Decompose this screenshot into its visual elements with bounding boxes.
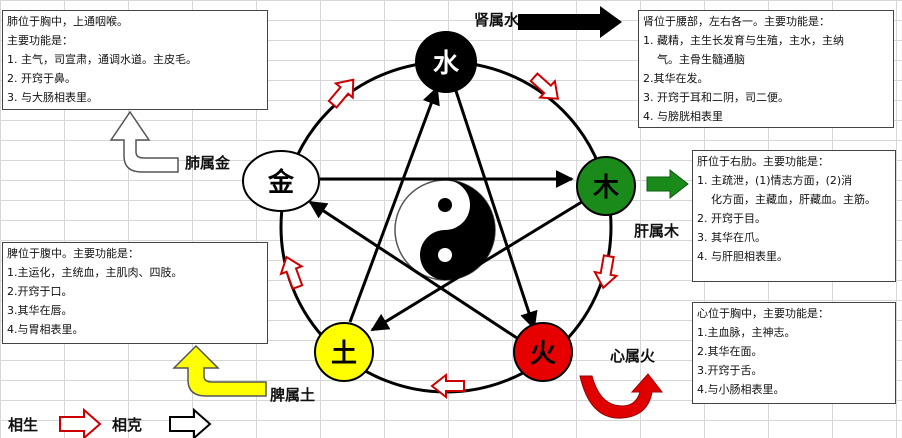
liver-pointer-arrow bbox=[646, 168, 689, 200]
box-kidney-line: 气。主骨生髓通脑 bbox=[657, 53, 745, 66]
kidney-pointer-arrow bbox=[518, 6, 622, 38]
arrow-wood-earth bbox=[370, 198, 586, 332]
element-earth-char: 土 bbox=[331, 339, 357, 369]
box-kidney-line: 肾位于腰部，左右各一。主要功能是： bbox=[643, 15, 830, 28]
box-lung-line: 肺位于胸中，上通咽喉。 bbox=[7, 15, 128, 28]
box-kidney-line: 3. 开窍于耳和二阴，司二便。 bbox=[643, 91, 789, 104]
arrow-fire-metal bbox=[308, 200, 521, 342]
box-heart-line: 4.与小肠相表里。 bbox=[697, 383, 785, 396]
box-lung-line: 1. 主气，司宣肃，通调水道。主皮毛。 bbox=[7, 53, 197, 66]
box-spleen-line: 1.主运化，主统血，主肌肉、四肢。 bbox=[7, 266, 183, 279]
generate-arrow-metal-water bbox=[327, 78, 355, 109]
box-liver-line: 1. 主疏泄，(1)情志方面，(2)消 bbox=[697, 174, 853, 187]
legend-generating-arrow bbox=[59, 407, 102, 438]
element-metal: 金 bbox=[242, 150, 320, 212]
legend-controlling-label: 相克 bbox=[112, 416, 143, 434]
spleen-pointer-arrow bbox=[172, 344, 267, 397]
element-fire-char: 火 bbox=[530, 339, 556, 369]
label-spleen: 脾属土 bbox=[270, 386, 316, 404]
box-lung-line: 主要功能是： bbox=[7, 34, 73, 47]
legend-generating-label: 相生 bbox=[8, 416, 39, 434]
element-metal-char: 金 bbox=[267, 167, 295, 198]
label-liver: 肝属木 bbox=[634, 222, 680, 240]
box-kidney-line: 2.其华在发。 bbox=[643, 72, 709, 85]
generate-arrow-earth-metal bbox=[279, 255, 304, 291]
box-liver: 肝位于右肋。主要功能是： 1. 主疏泄，(1)情志方面，(2)消 化方面，主藏血… bbox=[692, 150, 896, 282]
box-spleen-line: 2.开窍于口。 bbox=[7, 285, 73, 298]
generate-arrow-fire-earth bbox=[430, 372, 465, 400]
lung-pointer-arrow bbox=[109, 110, 179, 173]
box-spleen-line: 4.与胃相表里。 bbox=[7, 323, 84, 336]
box-liver-line: 4. 与肝胆相表里。 bbox=[697, 250, 788, 263]
element-water: 水 bbox=[415, 31, 477, 93]
label-heart: 心属火 bbox=[610, 347, 656, 365]
box-kidney-line: 4. 与膀胱相表里 bbox=[643, 110, 723, 123]
element-earth: 土 bbox=[314, 322, 374, 382]
box-heart-line: 1.主血脉，主神志。 bbox=[697, 326, 796, 339]
generate-arrow-water-wood bbox=[529, 72, 560, 100]
box-liver-line: 肝位于右肋。主要功能是： bbox=[697, 155, 829, 168]
generate-arrow-wood-fire bbox=[592, 254, 619, 290]
label-lung: 肺属金 bbox=[185, 154, 231, 172]
box-kidney: 肾位于腰部，左右各一。主要功能是： 1. 藏精，主生长发育与生殖，主水，主纳 气… bbox=[638, 10, 894, 128]
box-spleen-line: 3.其华在唇。 bbox=[7, 304, 73, 317]
element-wood: 木 bbox=[576, 156, 636, 216]
box-kidney-line: 1. 藏精，主生长发育与生殖，主水，主纳 bbox=[643, 34, 844, 47]
box-heart: 心位于胸中，主要功能是： 1.主血脉，主神志。 2.其华在面。 3.开窍于舌。 … bbox=[692, 302, 896, 404]
box-heart-line: 心位于胸中，主要功能是： bbox=[697, 307, 829, 320]
box-liver-line: 3. 其华在爪。 bbox=[697, 231, 766, 244]
box-heart-line: 2.其华在面。 bbox=[697, 345, 763, 358]
arrow-water-fire bbox=[453, 87, 538, 330]
yin-yang-icon bbox=[394, 179, 496, 281]
box-lung: 肺位于胸中，上通咽喉。 主要功能是： 1. 主气，司宣肃，通调水道。主皮毛。 2… bbox=[2, 10, 268, 110]
label-kidney: 肾属水 bbox=[474, 11, 520, 29]
box-lung-line: 2. 开窍于鼻。 bbox=[7, 72, 76, 85]
legend-controlling-arrow bbox=[169, 407, 212, 438]
arrow-earth-water bbox=[348, 86, 440, 323]
box-spleen: 脾位于腹中。主要功能是： 1.主运化，主统血，主肌肉、四肢。 2.开窍于口。 3… bbox=[2, 242, 268, 344]
heart-pointer-arrow bbox=[579, 373, 664, 419]
box-heart-line: 3.开窍于舌。 bbox=[697, 364, 763, 377]
box-lung-line: 3. 与大肠相表里。 bbox=[7, 91, 98, 104]
element-water-char: 水 bbox=[433, 49, 460, 79]
box-liver-line: 2. 开窍于目。 bbox=[697, 212, 766, 225]
box-spleen-line: 脾位于腹中。主要功能是： bbox=[7, 247, 139, 260]
box-liver-line: 化方面，主藏血，肝藏血。主筋。 bbox=[711, 193, 876, 206]
element-fire: 火 bbox=[513, 322, 573, 382]
element-wood-char: 木 bbox=[592, 173, 619, 203]
